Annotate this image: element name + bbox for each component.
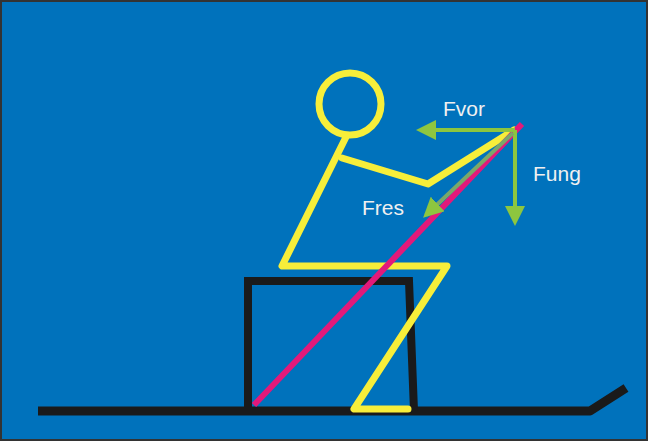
stick-figure — [282, 73, 514, 409]
force-label: Fung — [533, 162, 581, 186]
force-label: Fvor — [443, 97, 485, 121]
ski-pole — [254, 124, 522, 405]
force-label: Fres — [362, 196, 404, 220]
figure-body — [282, 137, 447, 409]
force-arrow — [426, 133, 513, 215]
force-arrow — [420, 128, 515, 132]
sled-runner — [38, 388, 626, 411]
force-arrow — [513, 130, 517, 222]
sled-seat — [248, 281, 414, 411]
figure-head — [319, 73, 381, 135]
force-arrows — [420, 130, 515, 222]
